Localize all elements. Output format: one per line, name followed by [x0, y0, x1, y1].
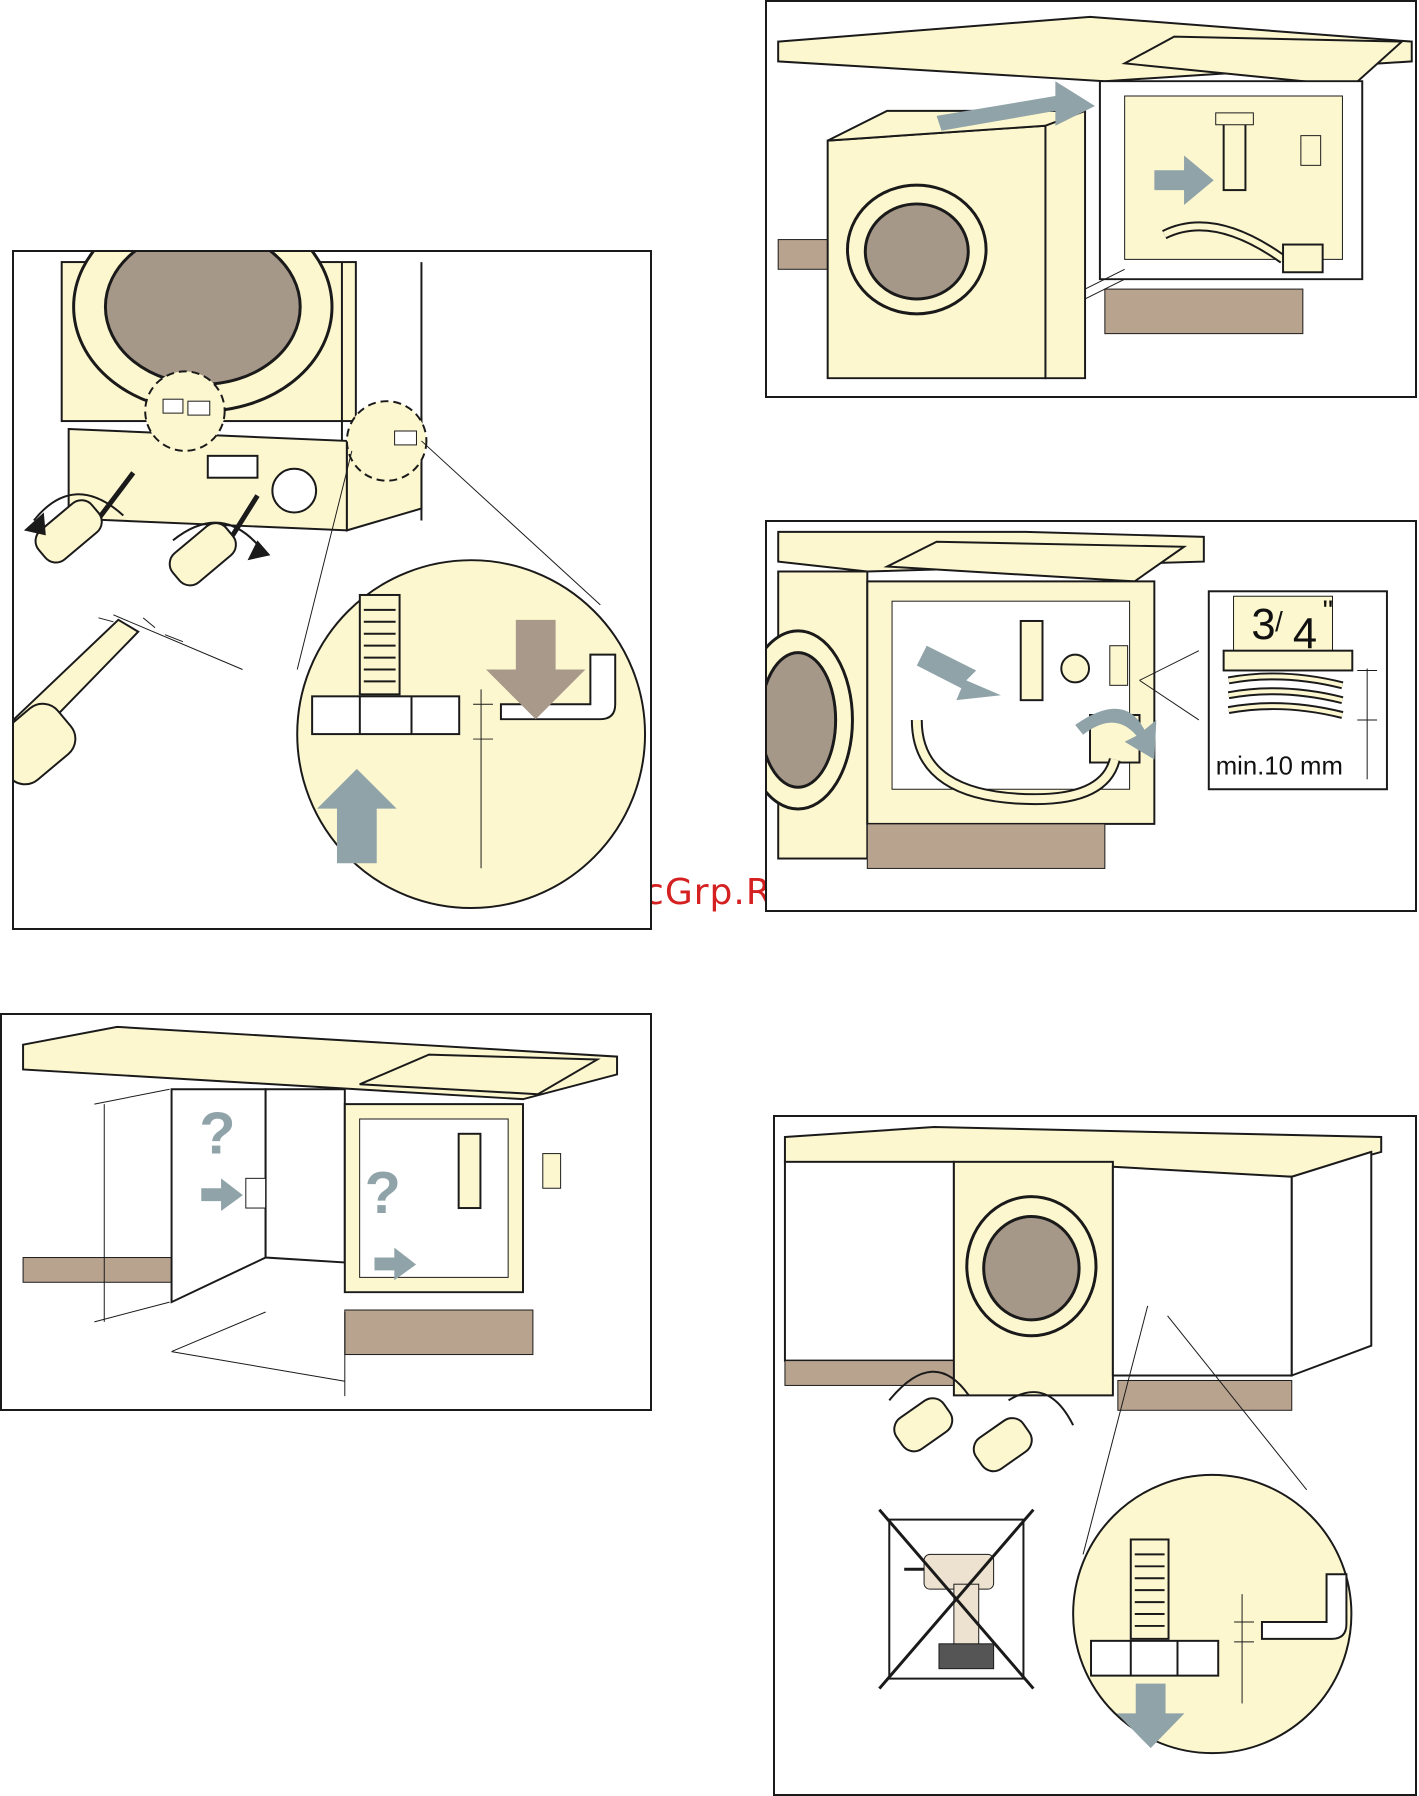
thread-size-num: 3	[1251, 601, 1275, 649]
thread-size-den: 4	[1293, 611, 1317, 659]
hose-connection-illustration: 3 / 4 " min.10 mm	[767, 522, 1415, 910]
question-mark-left: ?	[199, 1100, 235, 1167]
screwdriver-tip-icon	[14, 615, 243, 793]
panel-final-fitting	[773, 1115, 1417, 1796]
screwdriver-right-icon	[968, 1392, 1073, 1477]
thread-size-slash: /	[1275, 606, 1283, 637]
panel-hose-connection: 3 / 4 " min.10 mm	[765, 520, 1417, 912]
detail-circle-large	[1073, 1475, 1351, 1753]
panel-feet-adjustment	[12, 250, 652, 930]
panel-measure-niche: ? ?	[0, 1013, 652, 1411]
detail-circle-left	[145, 371, 225, 451]
panel-slide-in	[765, 0, 1417, 398]
washer-window	[984, 1216, 1079, 1319]
washer-window	[865, 204, 968, 299]
thread-size-mark: "	[1323, 595, 1334, 628]
min-distance-label: min.10 mm	[1216, 752, 1343, 780]
final-fitting-illustration	[775, 1117, 1415, 1794]
washer-window	[767, 653, 836, 788]
question-mark-right: ?	[365, 1159, 401, 1226]
feet-adjustment-illustration	[14, 252, 650, 928]
measure-niche-illustration: ? ?	[2, 1015, 650, 1409]
slide-in-illustration	[767, 2, 1415, 396]
no-drill-icon	[879, 1510, 1033, 1689]
